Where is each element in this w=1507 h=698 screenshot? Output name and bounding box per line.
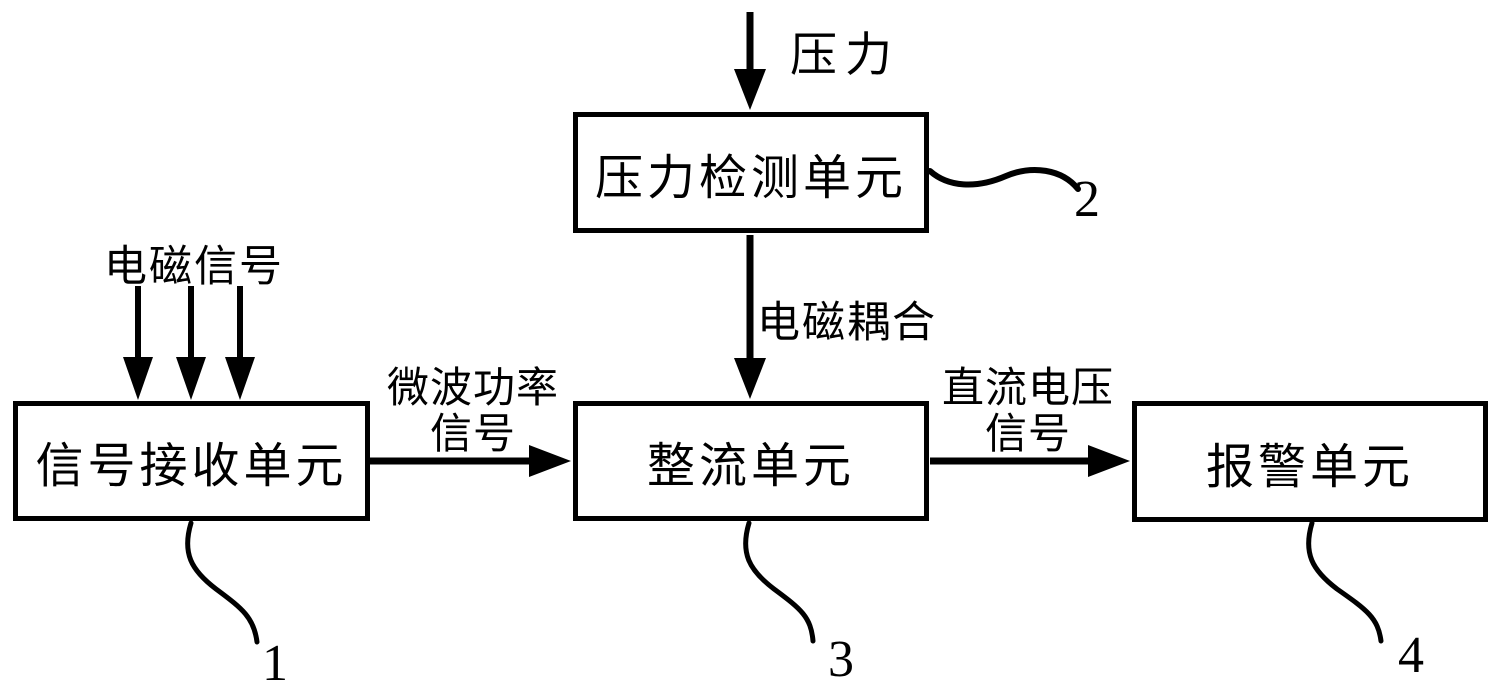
signal-receiving-unit-box: 信号接收单元 [13, 401, 370, 521]
pressure-input-label: 压力 [790, 30, 900, 82]
dc-voltage-signal-label-line1: 直流电压 [941, 366, 1114, 412]
ref2-leader-line [927, 167, 1081, 192]
microwave-power-signal-label-line1: 微波功率 [386, 366, 559, 412]
em-coupling-arrow-head-icon [734, 358, 766, 399]
ref-number-3: 3 [828, 631, 854, 688]
pressure-detection-unit-label: 压力检测单元 [594, 151, 907, 205]
ref-number-1: 1 [262, 635, 288, 692]
em-signal-arrow1-head-icon [123, 357, 153, 400]
ref4-leader-line [1306, 520, 1384, 644]
alarm-unit-label: 报警单元 [1205, 440, 1414, 494]
ref1-leader-line [185, 520, 260, 645]
microwave-arrow-head-icon [529, 445, 571, 477]
ref3-leader-line [743, 520, 816, 644]
pressure-arrow-head-icon [734, 69, 766, 110]
alarm-unit-box: 报警单元 [1132, 401, 1488, 522]
em-signal-arrow2-head-icon [176, 357, 206, 400]
em-signal-arrow3-head-icon [225, 357, 255, 400]
signal-receiving-unit-label: 信号接收单元 [35, 440, 348, 493]
pressure-detection-unit-box: 压力检测单元 [573, 112, 929, 233]
microwave-power-signal-label: 微波功率 信号 [383, 366, 563, 458]
dc-voltage-signal-label: 直流电压 信号 [938, 366, 1118, 458]
dc-arrow-head-icon [1088, 445, 1130, 477]
em-coupling-label: 电磁耦合 [757, 300, 937, 347]
ref-number-4: 4 [1398, 627, 1424, 684]
rectifier-unit-label: 整流单元 [646, 440, 855, 493]
dc-voltage-signal-label-line2: 信号 [984, 412, 1071, 458]
microwave-power-signal-label-line2: 信号 [429, 412, 516, 458]
ref-number-2: 2 [1074, 171, 1100, 228]
rectifier-unit-box: 整流单元 [573, 401, 929, 521]
em-signal-label: 电磁信号 [104, 244, 284, 291]
